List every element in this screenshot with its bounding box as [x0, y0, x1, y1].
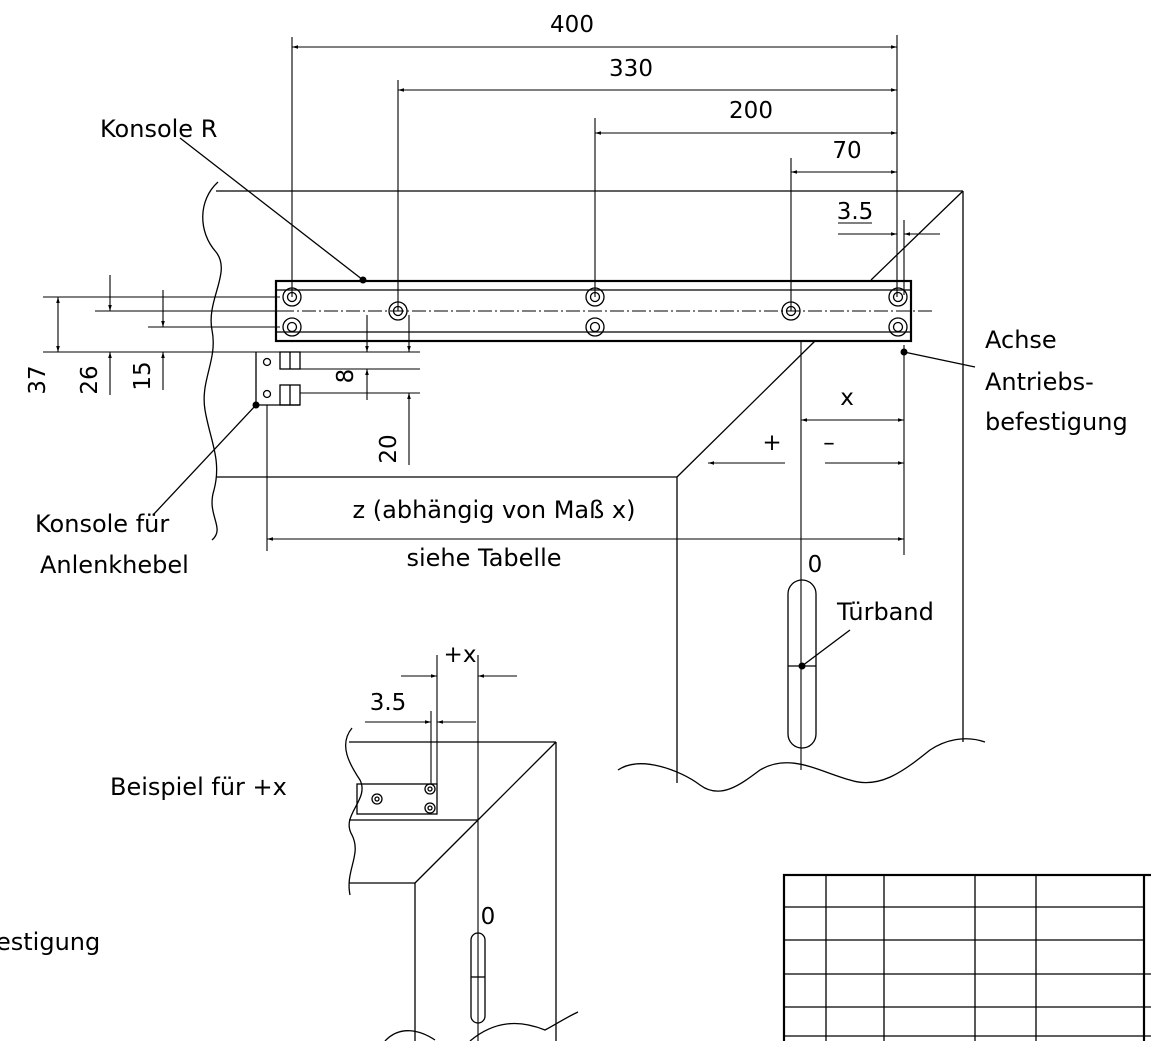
- extension-lines-top: [266, 35, 905, 770]
- dim-plus-label: +: [762, 430, 781, 456]
- cut-off-befestigung-label: estigung: [0, 928, 100, 956]
- dim-15-label: 15: [130, 361, 156, 390]
- leader-lines: [152, 137, 976, 670]
- dim-8-label: 8: [333, 369, 359, 384]
- dim-26-label: 26: [77, 365, 103, 394]
- dim-330-label: 330: [609, 56, 653, 82]
- left-vertical-dimensions: [43, 275, 420, 395]
- dim-200-label: 200: [729, 98, 773, 124]
- dim-20-label: 20: [376, 434, 402, 463]
- konsole-fuer-anlenkhebel: [255, 351, 301, 406]
- z-text-label: z (abhängig von Maß x): [353, 496, 636, 524]
- achse-label: Achse: [985, 326, 1057, 354]
- dimension-20: [300, 315, 420, 465]
- dim-minus-label: –: [823, 430, 835, 456]
- beispiel-label: Beispiel für +x: [110, 773, 287, 801]
- detail-plus-x-label: +x: [444, 642, 477, 668]
- anlenkhebel-label: Anlenkhebel: [40, 551, 189, 579]
- detail-example: [345, 655, 579, 1041]
- dimension-8: [300, 315, 420, 400]
- siehe-tabelle-label: siehe Tabelle: [406, 544, 561, 572]
- antriebs-label: Antriebs-: [985, 368, 1094, 396]
- dim-x-label: x: [840, 385, 854, 411]
- tuerband-label: Türband: [836, 598, 934, 626]
- detail-zero-label: 0: [481, 904, 496, 930]
- zero-label: 0: [808, 552, 823, 578]
- dim-70-label: 70: [832, 138, 861, 164]
- door-frame: [202, 181, 986, 792]
- detail-3-5-label: 3.5: [370, 690, 407, 716]
- dimension-x: [708, 418, 904, 465]
- dim-3-5-label: 3.5: [837, 199, 874, 225]
- dimension-3-5: [838, 222, 940, 236]
- konsole-r-label: Konsole R: [100, 115, 217, 143]
- konsole-fuer-label: Konsole für: [35, 510, 169, 538]
- title-block: [782, 873, 1151, 1041]
- befestigung-label: befestigung: [985, 408, 1128, 436]
- dim-400-label: 400: [550, 12, 594, 38]
- dim-37-label: 37: [25, 365, 51, 394]
